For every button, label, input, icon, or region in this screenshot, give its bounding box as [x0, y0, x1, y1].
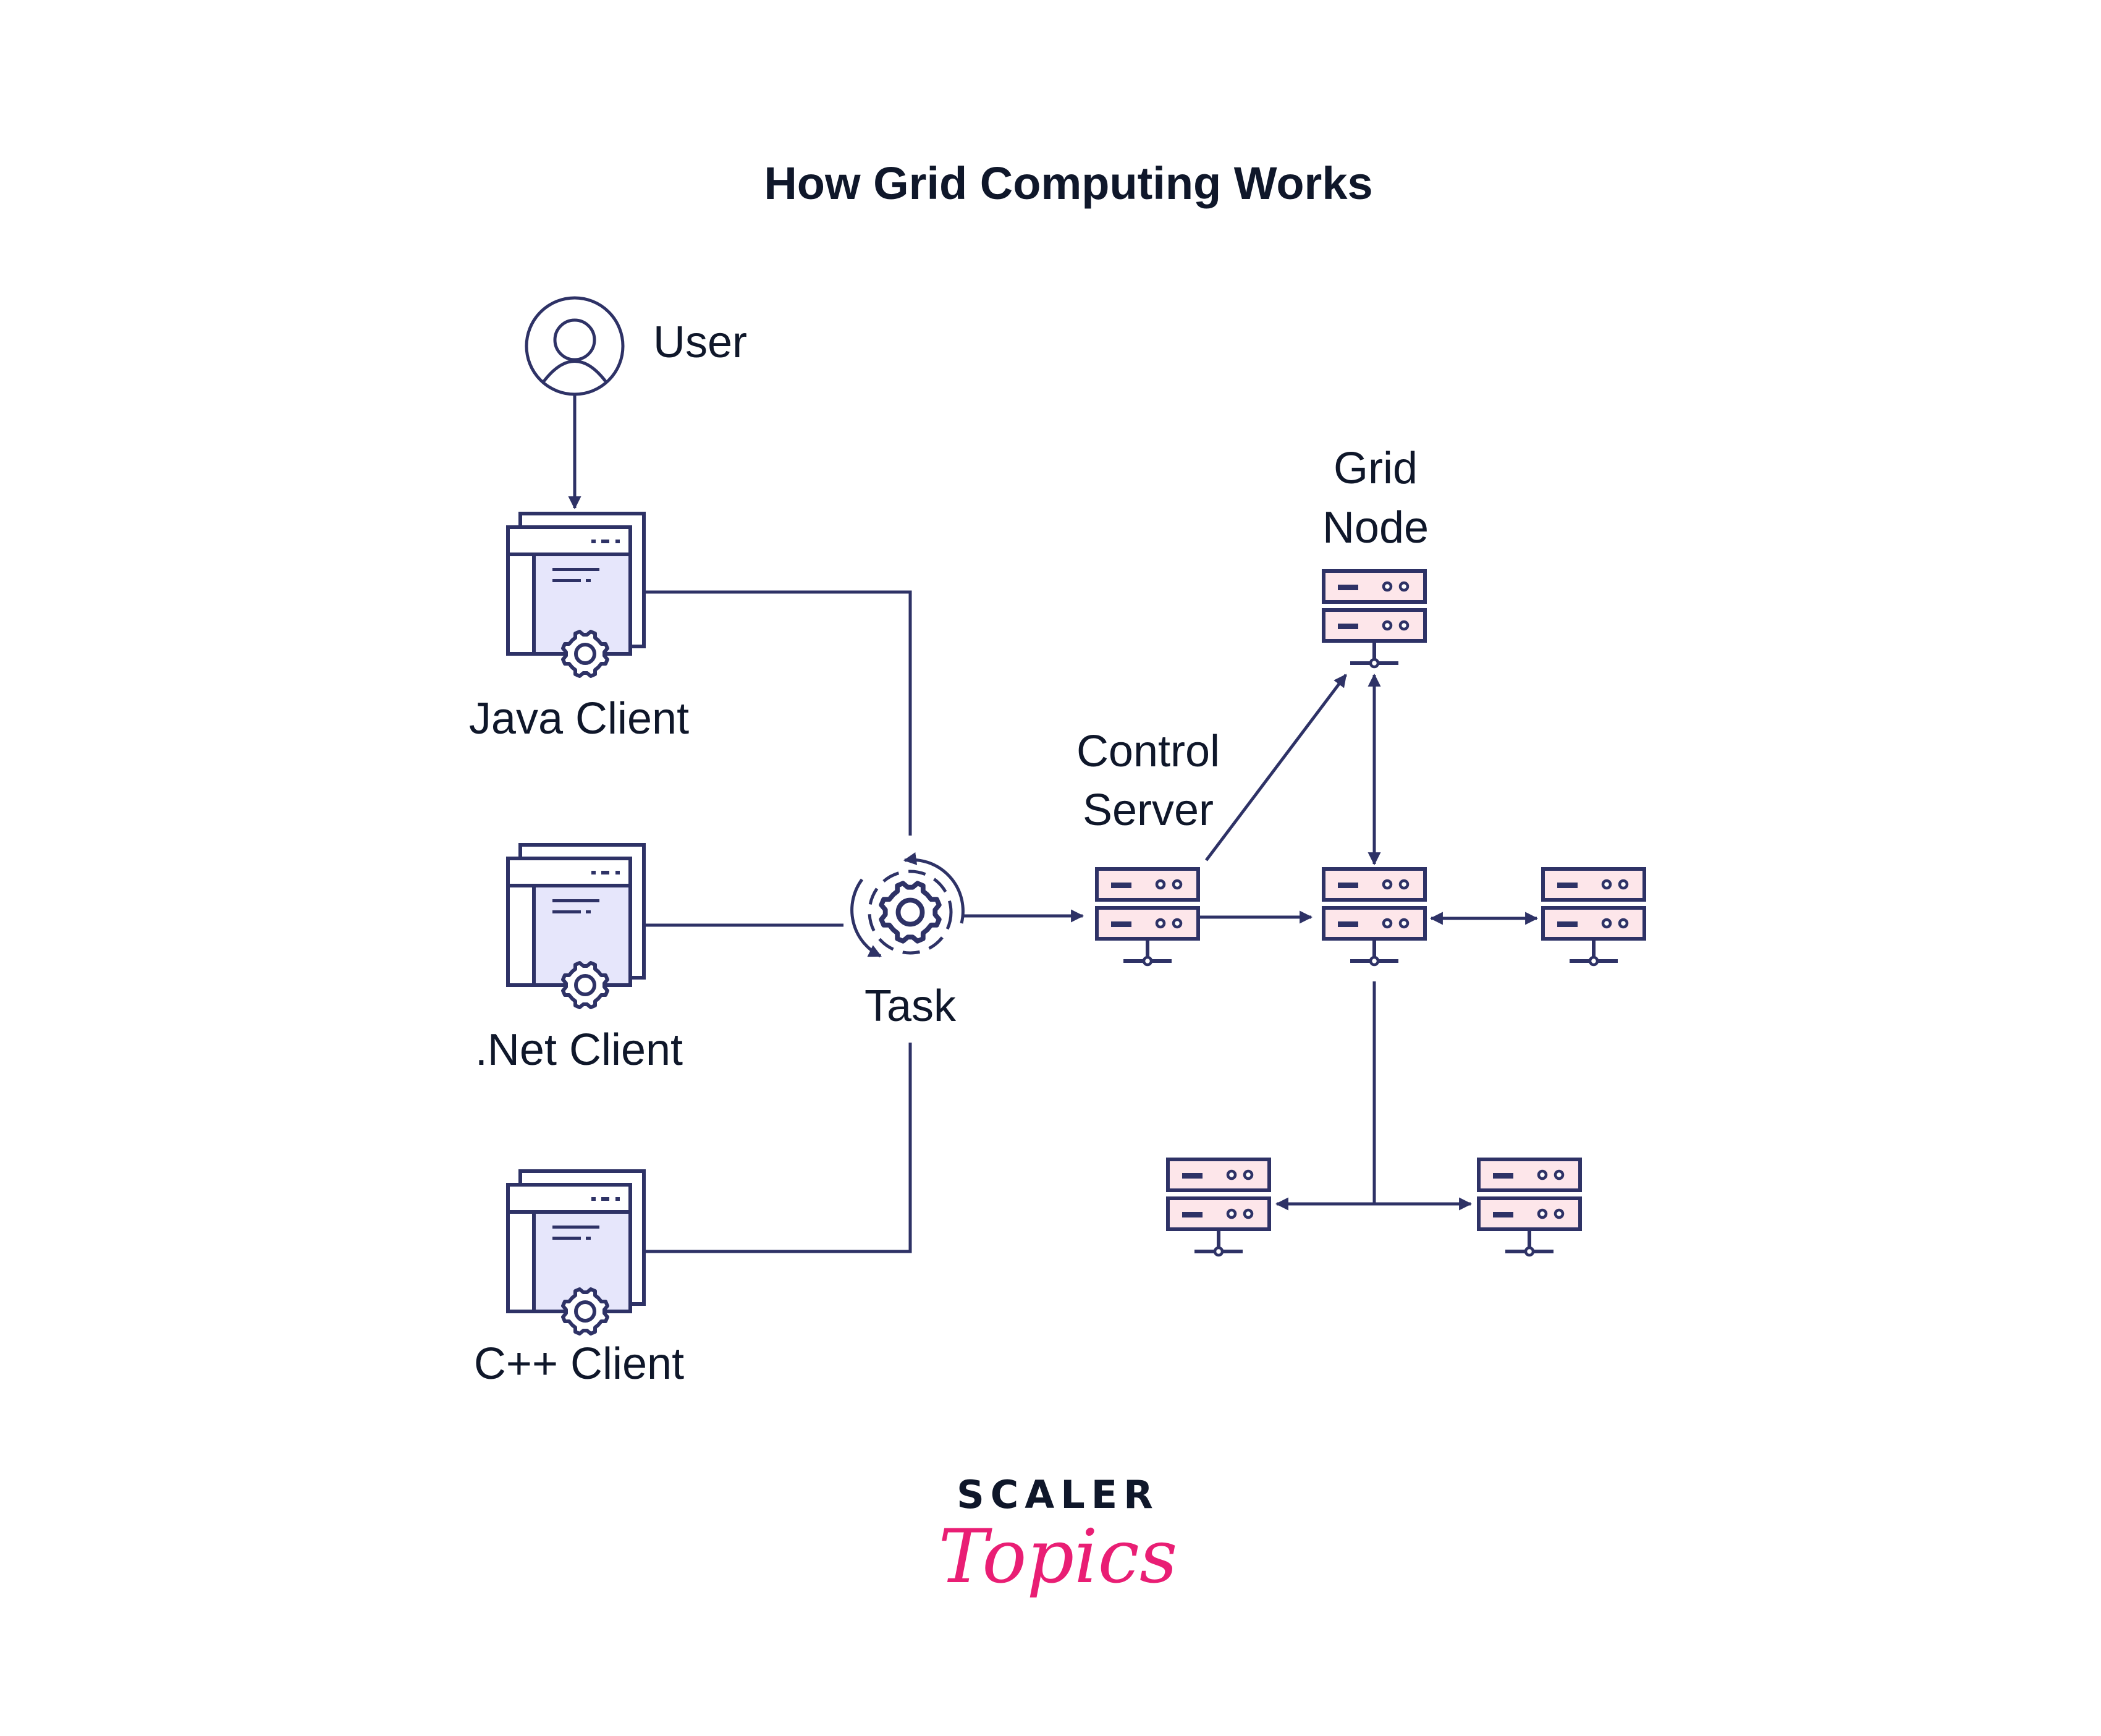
brand-topics: Topics	[939, 1514, 1178, 1600]
java-client-node: Java Client	[469, 514, 689, 743]
right-server-node	[1543, 869, 1644, 965]
application-window-gear-icon	[508, 845, 644, 1007]
cpp-client-label: C++ Client	[474, 1339, 684, 1389]
server-rack-icon	[1097, 869, 1198, 965]
grid-node: Grid Node	[1322, 444, 1429, 667]
diagram-title: How Grid Computing Works	[764, 158, 1372, 209]
grid-node-label-line1: Grid	[1334, 444, 1418, 493]
task-node: Task	[850, 852, 965, 1031]
net-client-node: .Net Client	[475, 845, 683, 1075]
user-avatar-icon	[525, 296, 625, 396]
bottom-right-server-node	[1479, 1159, 1580, 1255]
grid-node-label-line2: Node	[1322, 503, 1429, 553]
application-window-gear-icon	[508, 514, 644, 676]
control-server-label-line1: Control	[1076, 727, 1220, 776]
java-client-label: Java Client	[469, 694, 689, 743]
server-rack-icon	[1324, 571, 1425, 667]
task-label: Task	[864, 981, 957, 1031]
control-server-node: Control Server	[1076, 727, 1220, 965]
net-client-label: .Net Client	[475, 1025, 683, 1075]
edge-cpp-client-to-task	[646, 1043, 912, 1253]
bottom-left-server-node	[1168, 1159, 1269, 1255]
brand-scaler: SCALER	[957, 1472, 1159, 1517]
application-window-gear-icon	[508, 1171, 644, 1334]
scaler-topics-logo: SCALER Topics	[939, 1472, 1178, 1600]
cpp-client-node: C++ Client	[474, 1171, 684, 1389]
user-node: User	[525, 296, 747, 396]
edge-control-server-to-grid-node	[1205, 674, 1347, 862]
center-server-node	[1324, 869, 1425, 965]
gear-cycle-icon	[850, 852, 965, 958]
edge-java-client-to-task	[646, 590, 912, 836]
user-label: User	[653, 318, 747, 367]
control-server-label-line2: Server	[1083, 785, 1214, 835]
